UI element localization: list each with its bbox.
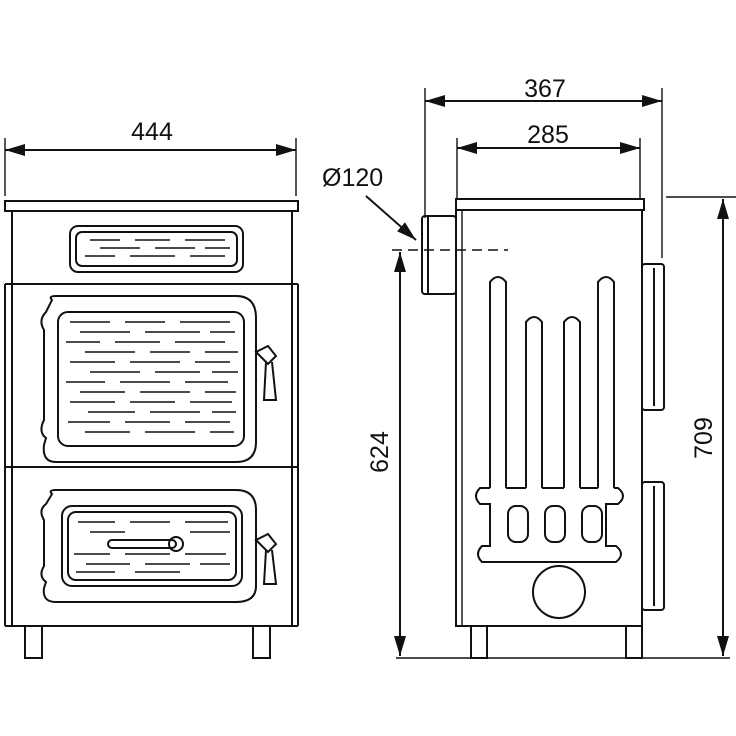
front-vent-window [69,225,244,273]
total-height-dimension: 709 [666,196,736,656]
flue-diameter-label: Ø120 [322,164,383,192]
flue-height-dimension: 624 [366,252,406,656]
front-ashpan-door [40,489,278,603]
front-width-label: 444 [131,118,173,146]
ashpan-door-handle [254,532,278,585]
side-inner-depth-dimension: 285 [456,121,641,198]
flue-diameter-callout: Ø120 [322,164,417,241]
side-inner-depth-label: 285 [527,121,569,149]
front-leg-right [252,625,271,659]
side-leg-left [470,625,488,659]
front-width-dimension: 444 [4,118,297,196]
side-top-plate [455,198,645,211]
side-air-inlet [532,565,586,619]
side-leg-right [625,625,643,659]
side-depth-dimension: 367 [424,75,663,258]
side-door-profiles [641,263,665,611]
front-view: 444 [4,118,299,659]
side-heat-fins [475,276,624,563]
front-firebox-door [40,295,278,463]
firebox-door-handle [254,344,278,401]
side-view: 367 285 Ø120 [322,75,736,659]
air-control-slider [107,536,184,552]
front-top-plate [4,200,299,212]
total-height-label: 709 [690,417,718,459]
side-depth-label: 367 [524,75,566,103]
side-body [455,209,643,627]
flue-height-label: 624 [366,431,394,473]
front-leg-left [24,625,43,659]
flue-collar [421,215,457,295]
